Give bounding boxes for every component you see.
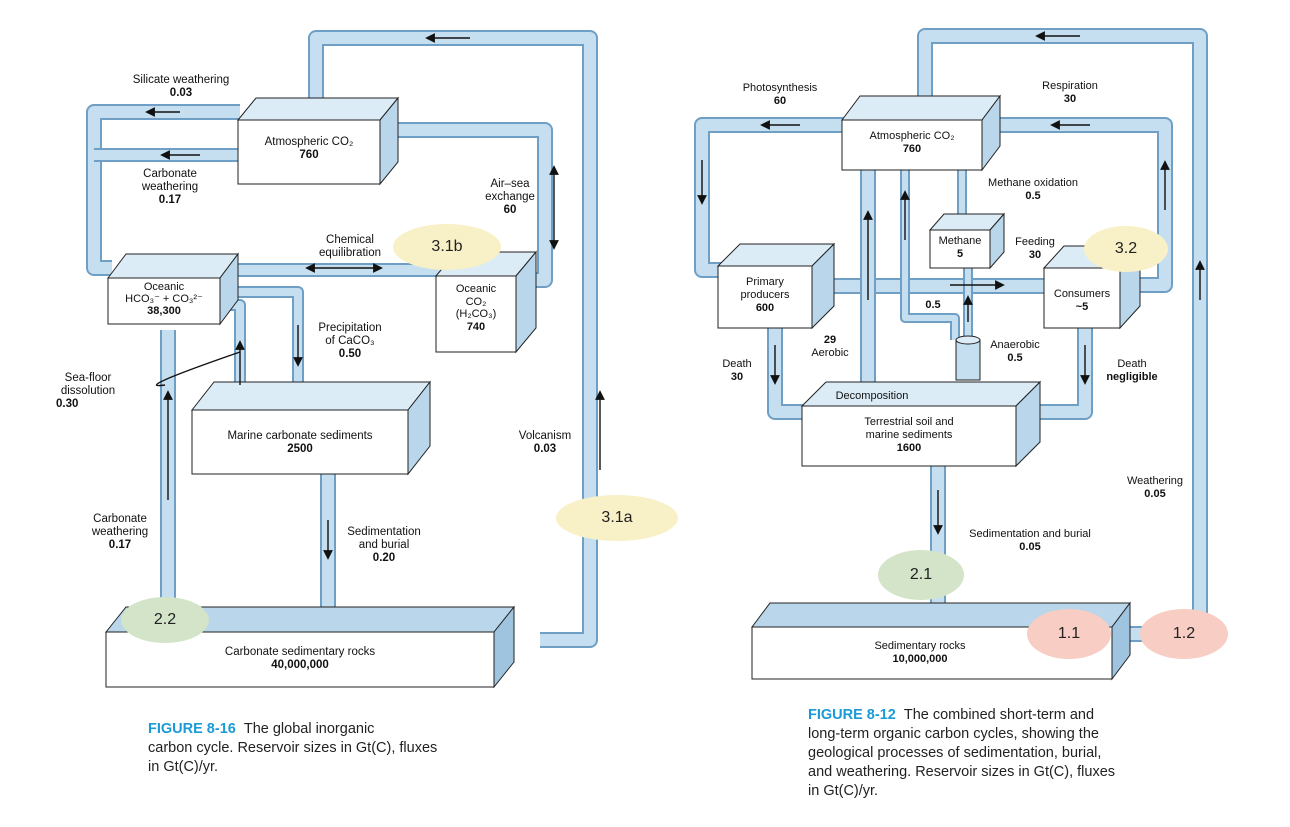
atm-co2-box-right: Atmospheric CO₂ 760 — [869, 130, 955, 155]
sed-burial-right-label: Sedimentation and burial 0.05 — [969, 528, 1091, 553]
oval-3-1b: 3.1b — [393, 224, 501, 270]
oceanic-hco3-line1: Oceanic — [143, 281, 185, 293]
oval-3-2: 3.2 — [1084, 226, 1168, 272]
caption-left-fig: FIGURE 8-16 — [148, 721, 236, 737]
oval-2-1: 2.1 — [878, 550, 964, 600]
flux-05-label: 0.5 — [925, 299, 941, 311]
sed-burial-left-label: Sedimentation and burial 0.20 — [347, 526, 421, 564]
oval-3-1a: 3.1a — [556, 495, 678, 541]
oceanic-co2-box: Oceanic CO₂ (H₂CO₃) 740 — [436, 283, 516, 333]
caption-right: FIGURE 8-12 The combined short-term and l… — [808, 706, 1248, 801]
oval-1-1: 1.1 — [1027, 609, 1111, 659]
left-boxes — [104, 96, 538, 689]
marine-sed-value: 2500 — [287, 443, 313, 455]
carb-rocks-label: Carbonate sedimentary rocks — [224, 646, 376, 658]
left-arrows — [145, 33, 605, 560]
caption-right-line3: geological processes of sedimentation, b… — [808, 745, 1102, 761]
caption-right-line5: in Gt(C)/yr. — [808, 783, 879, 799]
primary-producers-box: Primary producers 600 — [740, 276, 790, 314]
methane-box: Methane 5 — [938, 235, 982, 260]
respiration-label: Respiration 30 — [1042, 80, 1098, 105]
volcanism-label: Volcanism 0.03 — [518, 430, 572, 455]
caption-right-fig: FIGURE 8-12 — [808, 707, 896, 723]
consumers-box: Consumers ~5 — [1053, 288, 1111, 313]
air-sea-label: Air–sea exchange 60 — [485, 178, 535, 216]
oceanic-hco3-value: 38,300 — [147, 305, 181, 317]
soil-box: Terrestrial soil and marine sediments 16… — [864, 416, 954, 454]
weathering-label: Weathering 0.05 — [1126, 475, 1184, 500]
caption-right-line1: The combined short-term and — [903, 707, 1095, 723]
atm-co2-value: 760 — [299, 149, 319, 161]
photosynthesis-label: Photosynthesis 60 — [742, 82, 818, 107]
feeding-label: Feeding 30 — [1015, 236, 1055, 261]
decomposition-label: Decomposition — [835, 390, 909, 402]
oceanic-hco3-box: Oceanic HCO₃⁻ + CO₃²⁻ 38,300 — [108, 281, 220, 317]
death-right-label: Death negligible — [1106, 358, 1158, 383]
caption-left: FIGURE 8-16 The global inorganic carbon c… — [148, 720, 588, 777]
right-arrows — [697, 31, 1205, 535]
carb-weathering-bottom-label: Carbonate weathering 0.17 — [91, 513, 149, 551]
marine-sed-label: Marine carbonate sediments — [227, 430, 373, 442]
oval-1-2: 1.2 — [1140, 609, 1228, 659]
caption-left-line3: in Gt(C)/yr. — [148, 759, 219, 775]
caption-left-line2: carbon cycle. Reservoir sizes in Gt(C), … — [148, 740, 438, 756]
atm-co2-box-left: Atmospheric CO₂ 760 — [238, 136, 380, 162]
sed-rocks-box: Sedimentary rocks 10,000,000 — [874, 640, 966, 665]
caption-right-line2: long-term organic carbon cycles, showing… — [808, 726, 1099, 742]
caption-left-line1: The global inorganic — [243, 721, 375, 737]
precip-label: Precipitation of CaCO₃ 0.50 — [318, 322, 382, 360]
chem-eq-label: Chemical equilibration — [318, 234, 381, 259]
seafloor-label: Sea-floor dissolution 0.30 — [56, 372, 116, 410]
marine-sed-box: Marine carbonate sediments 2500 — [192, 430, 408, 456]
aerobic-label: 29 Aerobic — [811, 334, 849, 359]
carb-rocks-box: Carbonate sedimentary rocks 40,000,000 — [106, 646, 494, 672]
death-left-label: Death 30 — [722, 358, 752, 383]
right-boxes — [716, 94, 1142, 681]
caption-right-line4: and weathering. Reservoir sizes in Gt(C)… — [808, 764, 1116, 780]
carb-weathering-top-label: Carbonate weathering 0.17 — [141, 168, 199, 206]
atm-co2-label: Atmospheric CO₂ — [264, 136, 354, 148]
oceanic-co2-line2: CO₂ — [465, 295, 487, 308]
methane-ox-label: Methane oxidation 0.5 — [988, 177, 1078, 202]
anaerobic-label: Anaerobic 0.5 — [990, 339, 1040, 364]
oval-2-2: 2.2 — [121, 597, 209, 643]
oceanic-hco3-line2: HCO₃⁻ + CO₃²⁻ — [125, 293, 203, 305]
oceanic-co2-line1: Oceanic — [455, 283, 497, 295]
silicate-weathering-label: Silicate weathering 0.03 — [132, 74, 230, 99]
oceanic-co2-line3: (H₂CO₃) — [455, 308, 497, 320]
oceanic-co2-value: 740 — [466, 320, 486, 333]
carb-rocks-value: 40,000,000 — [271, 659, 329, 671]
